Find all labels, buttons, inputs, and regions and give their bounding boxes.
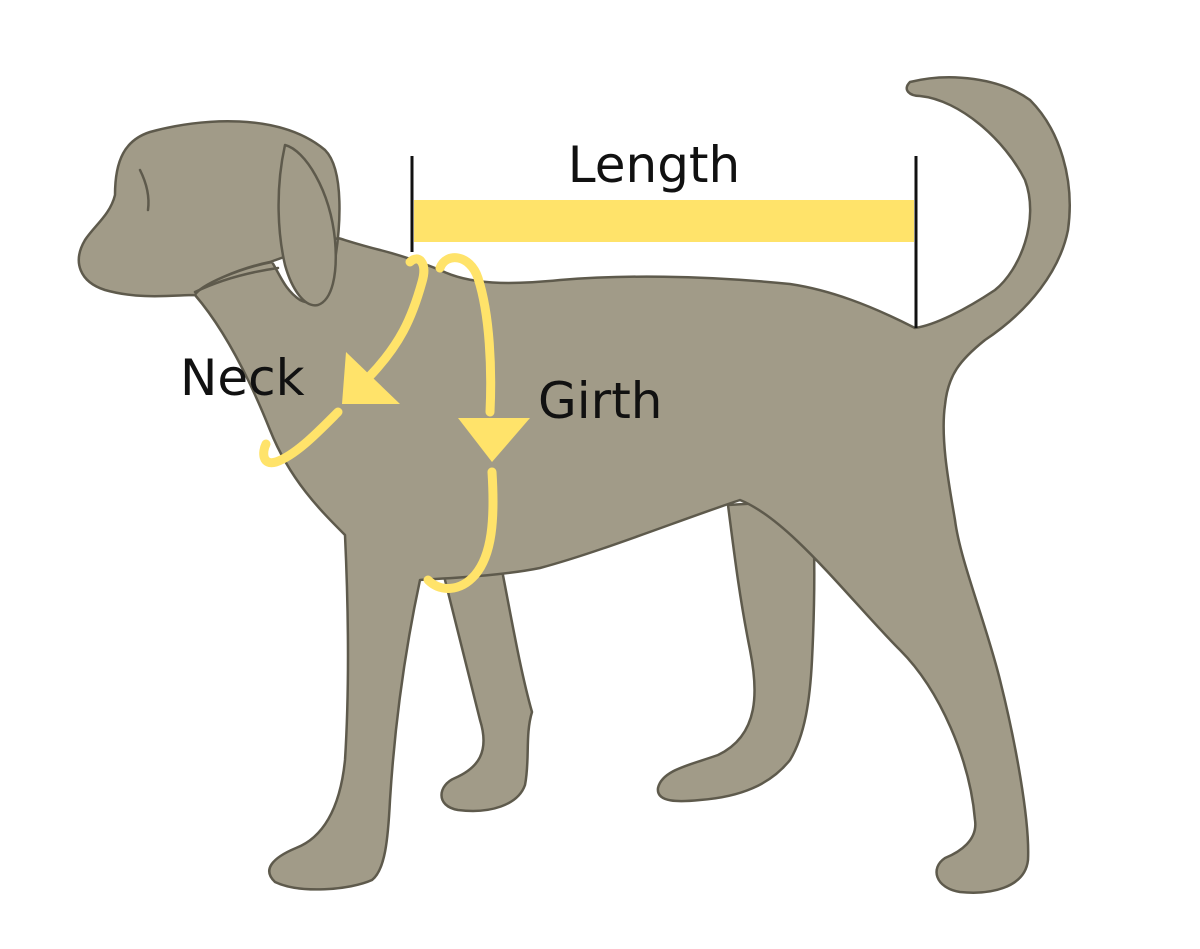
girth-label: Girth [538, 372, 663, 430]
length-bar [414, 200, 914, 242]
dog-far-hind-leg [658, 500, 814, 801]
dog-silhouette [79, 77, 1070, 892]
dog-body [79, 77, 1070, 892]
dog-far-front-leg [440, 560, 532, 811]
length-label: Length [568, 136, 740, 194]
neck-label: Neck [180, 349, 305, 407]
